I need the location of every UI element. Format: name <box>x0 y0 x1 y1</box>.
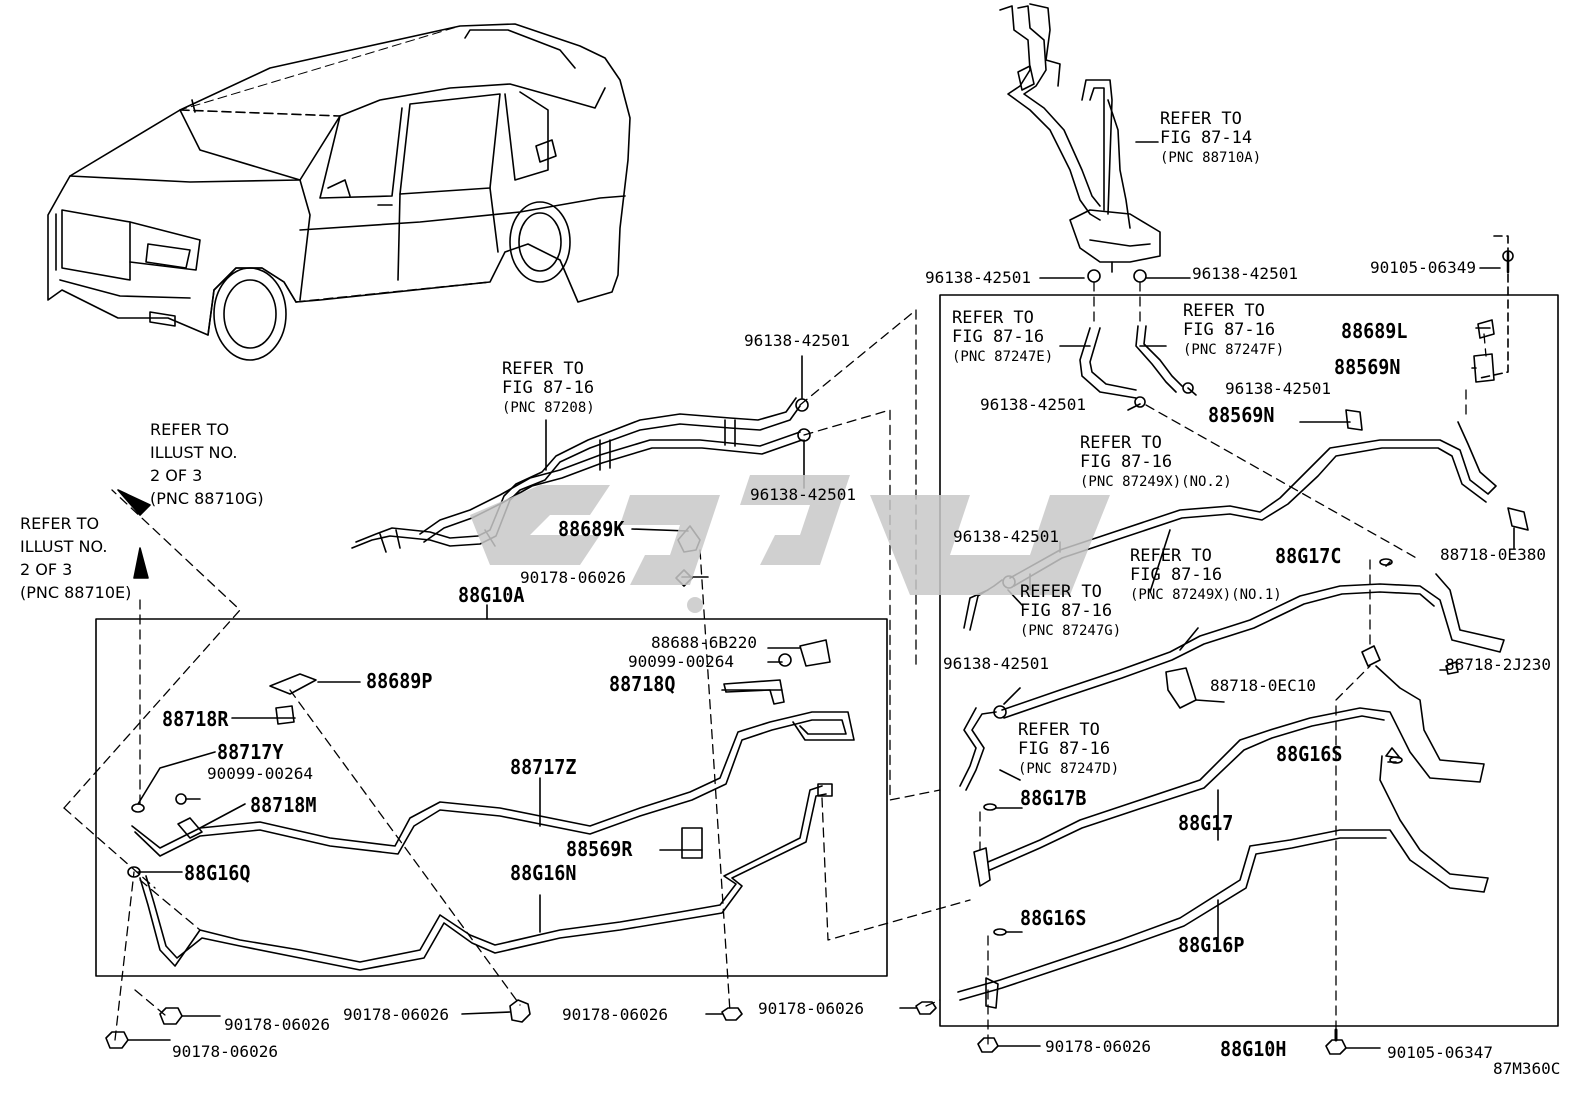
part-label: 90178-06026 <box>562 1005 668 1024</box>
fasteners <box>105 999 1381 1055</box>
part-label: 88G16S <box>1276 742 1343 766</box>
part-label: 90178-06026 <box>758 999 864 1018</box>
part-label: 90178-06026 <box>1045 1037 1151 1056</box>
part-label: 96138-42501 <box>953 527 1059 546</box>
part-label: 90178-06026 <box>172 1042 278 1061</box>
part-label: 88G16N <box>510 861 577 885</box>
part-label: 88G10A <box>458 583 525 607</box>
refer-pnc-87247f: REFER TO FIG 87-16 (PNC 87247F) <box>1183 301 1285 359</box>
part-label: 88718-0EC10 <box>1210 676 1316 695</box>
diagram-code: 87M360C <box>1493 1059 1561 1078</box>
refer-pnc-87247d: REFER TO FIG 87-16 (PNC 87247D) <box>1018 720 1120 778</box>
part-label: 88717Z <box>510 755 577 779</box>
left-parts-box <box>95 618 888 977</box>
part-label: 96138-42501 <box>744 331 850 350</box>
part-label: 88717Y <box>217 740 284 764</box>
part-label: 88569R <box>566 837 633 861</box>
part-label: 90178-06026 <box>224 1015 330 1034</box>
clamp-88718M <box>177 817 203 839</box>
part-label: 88718-0E380 <box>1440 545 1546 564</box>
bracket-88718Q <box>723 679 785 705</box>
watermark-logo <box>470 475 1110 613</box>
part-label: 96138-42501 <box>1225 379 1331 398</box>
part-label: 96138-42501 <box>980 395 1086 414</box>
part-label: 88G16Q <box>184 861 251 885</box>
refer-pnc-87247e: REFER TO FIG 87-16 (PNC 87247E) <box>952 308 1054 366</box>
clip-88569R <box>681 827 703 859</box>
part-label: 88689P <box>366 669 433 693</box>
refer-fig-87-14: REFER TO FIG 87-14 (PNC 88710A) <box>1160 109 1262 167</box>
right-parts-box <box>939 294 1559 1027</box>
part-label: 88689K <box>558 517 625 541</box>
left-box-group <box>95 604 888 977</box>
part-label: 88718Q <box>609 672 676 696</box>
refer-pnc-87247g: REFER TO FIG 87-16 (PNC 87247G) <box>1020 582 1122 640</box>
part-label: 96138-42501 <box>925 268 1031 287</box>
part-label: 88718M <box>250 793 317 817</box>
bracket-88689P <box>269 673 317 695</box>
part-label: 88G10H <box>1220 1037 1287 1061</box>
arrow-up-left-icon <box>117 489 151 516</box>
refer-pnc-87249x-no1: REFER TO FIG 87-16 (PNC 87249X)(NO.1) <box>1130 546 1282 604</box>
part-label: 88G17B <box>1020 786 1087 810</box>
part-label: 96138-42501 <box>943 654 1049 673</box>
part-label: 90105-06347 <box>1387 1043 1493 1062</box>
part-label: 88689L <box>1341 319 1408 343</box>
part-label: 90178-06026 <box>343 1005 449 1024</box>
part-label: 96138-42501 <box>750 485 856 504</box>
refer-pnc-87208: REFER TO FIG 87-16 (PNC 87208) <box>502 359 595 417</box>
clip-88718R <box>275 705 295 725</box>
part-label: 90099-00264 <box>628 652 734 671</box>
part-label: 88G17C <box>1275 544 1342 568</box>
arrow-up-icon <box>133 547 149 579</box>
part-label: 90099-00264 <box>207 764 313 783</box>
part-label: 88G17 <box>1178 811 1234 835</box>
vehicle-illustration <box>47 23 631 361</box>
part-label: 90105-06349 <box>1370 258 1476 277</box>
part-label: 88718-2J230 <box>1445 655 1551 674</box>
part-label: 88718R <box>162 707 229 731</box>
guide-lines <box>63 281 1487 1045</box>
part-label: 88569N <box>1208 403 1275 427</box>
part-label: 90178-06026 <box>520 568 626 587</box>
part-label: 88688-6B220 <box>651 633 757 652</box>
part-label: 88569N <box>1334 355 1401 379</box>
right-box-group <box>939 294 1559 1027</box>
part-label: 96138-42501 <box>1192 264 1298 283</box>
bracket-88688 <box>799 639 831 667</box>
part-label: 88G16S <box>1020 906 1087 930</box>
refer-pnc-87249x-no2: REFER TO FIG 87-16 (PNC 87249X)(NO.2) <box>1080 433 1232 491</box>
top-right-assembly <box>999 3 1514 379</box>
part-label: 88G16P <box>1178 933 1245 957</box>
